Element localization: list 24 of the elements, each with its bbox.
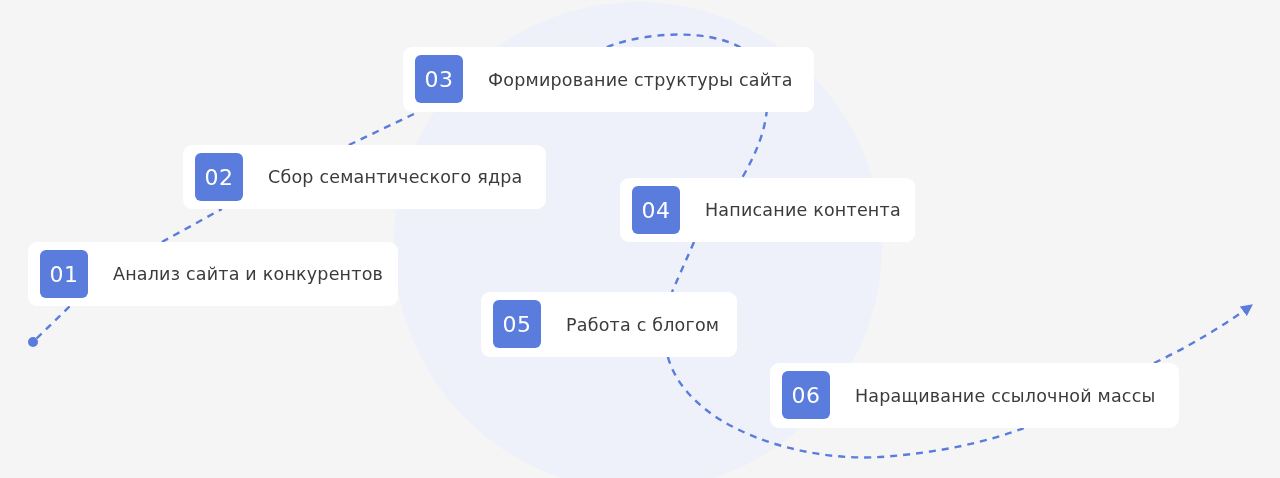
dashed-connector: [161, 207, 223, 244]
step-number: 06: [782, 371, 830, 419]
step-title: Написание контента: [705, 200, 901, 220]
step-number: 01: [40, 250, 88, 298]
dashed-arrow: [1153, 304, 1253, 365]
step-title: Работа с блогом: [566, 314, 720, 335]
dashed-connector: [666, 356, 1025, 459]
step-card: [481, 292, 737, 357]
step-title: Формирование структуры сайта: [488, 69, 793, 90]
start-dot: [28, 337, 38, 347]
step-number: 02: [195, 153, 243, 201]
step-number: 05: [493, 300, 541, 348]
step-card: [620, 178, 915, 242]
step-number: 03: [415, 55, 463, 103]
step-title: Анализ сайта и конкурентов: [113, 264, 384, 284]
dashed-connector: [35, 305, 71, 340]
dashed-connector: [670, 241, 696, 293]
step-card: [183, 145, 546, 209]
step-card: [28, 242, 398, 306]
step-number: 04: [632, 186, 680, 234]
step-card: [770, 363, 1179, 428]
step-title: Сбор семантического ядра: [268, 167, 523, 187]
step-title: Наращивание ссылочной массы: [855, 385, 1156, 406]
step-card: [403, 47, 814, 112]
